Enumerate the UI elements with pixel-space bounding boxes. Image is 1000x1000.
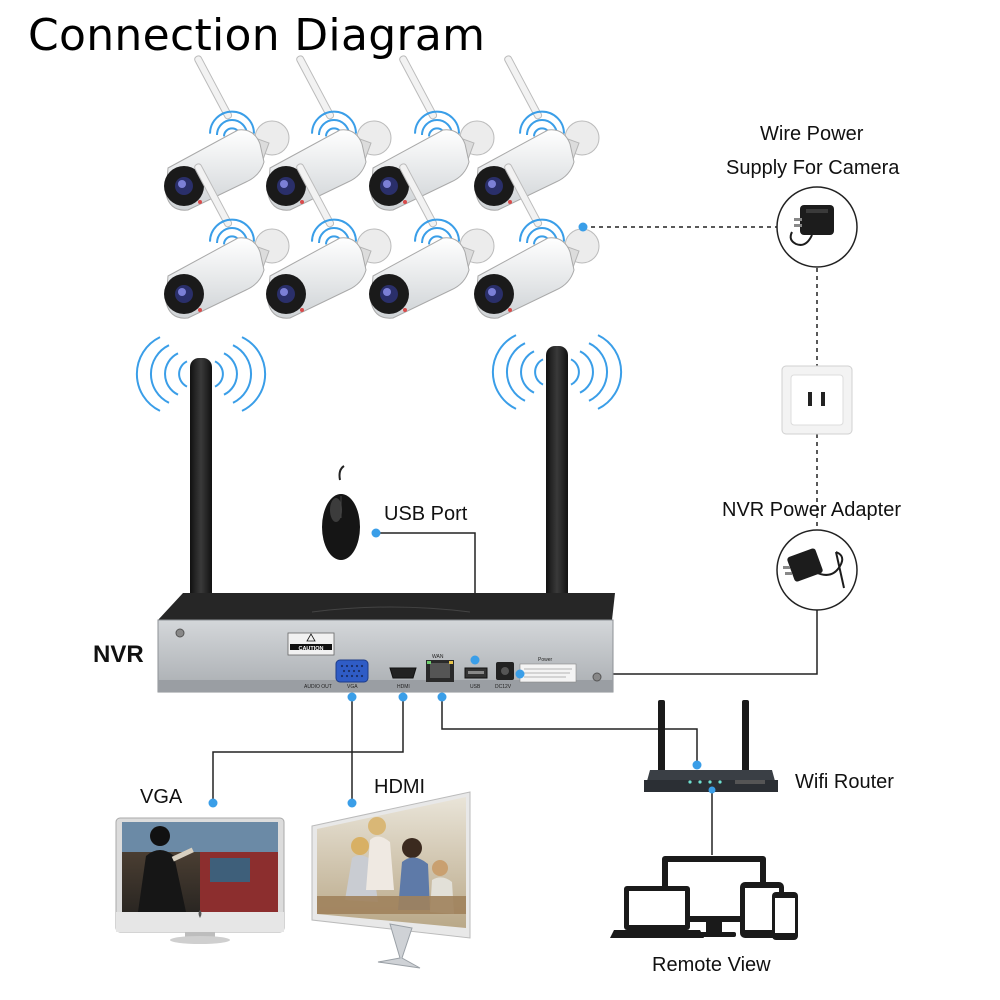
hdmi-label: HDMI [374, 776, 426, 798]
dc-port-dot [515, 669, 525, 679]
usb-mouse [322, 465, 360, 560]
hdmi-port-dot [398, 692, 408, 702]
nvr-label: NVR [93, 641, 144, 668]
hdmi-line [212, 697, 404, 803]
wifi-camera [474, 55, 600, 211]
caution-label: CAUTION [298, 646, 323, 652]
audio-out-label: AUDIO OUT [304, 684, 332, 690]
usb-port-dot [470, 655, 480, 665]
usb-port-label: USB Port [384, 503, 468, 525]
hdmi-monitor-dot [347, 798, 357, 808]
camera-power-dot [578, 222, 588, 232]
router-line [441, 697, 698, 765]
dc-port-label: DC12V [495, 684, 512, 690]
nvr-power-adapter [776, 529, 858, 611]
router-bottom-dot [708, 786, 716, 794]
connector-dots [208, 222, 716, 808]
wire-power-label-line1: Wire Power [760, 123, 864, 145]
wifi-camera [266, 55, 392, 211]
wifi-camera [266, 163, 392, 319]
nvr-wifi-waves [135, 334, 623, 412]
adapter-to-nvr-line [520, 610, 818, 675]
usb-label-dot [371, 528, 381, 538]
hdmi-port-label: HDMI [397, 684, 410, 690]
vga-monitor-dot [208, 798, 218, 808]
nvr-power-adapter-label: NVR Power Adapter [722, 499, 901, 521]
wifi-camera [164, 163, 290, 319]
wan-port-label: WAN [432, 654, 444, 660]
vga-port-label: VGA [347, 684, 358, 690]
nvr-recorder: CAUTION [157, 346, 615, 693]
wall-outlet [781, 365, 853, 435]
page-title: Connection Diagram [28, 10, 486, 61]
vga-monitor [115, 817, 285, 944]
wan-port-dot [437, 692, 447, 702]
remote-view-label: Remote View [652, 954, 771, 976]
wifi-camera [369, 55, 495, 211]
router-dot [692, 760, 702, 770]
vga-port-dot [347, 692, 357, 702]
camera-power-supply [776, 186, 858, 268]
usb-port-label: USB [470, 684, 481, 690]
wifi-camera-group [164, 55, 600, 319]
wifi-router-label: Wifi Router [795, 771, 894, 793]
hdmi-monitor [311, 791, 471, 969]
wifi-router [644, 700, 778, 792]
power-label: Power [538, 657, 553, 663]
wifi-camera [164, 55, 290, 211]
remote-view-devices [610, 856, 798, 940]
wifi-camera [369, 163, 495, 319]
wifi-camera [474, 163, 600, 319]
wire-power-label-line2: Supply For Camera [726, 157, 900, 179]
connection-lines [212, 226, 818, 855]
vga-label: VGA [140, 786, 183, 808]
